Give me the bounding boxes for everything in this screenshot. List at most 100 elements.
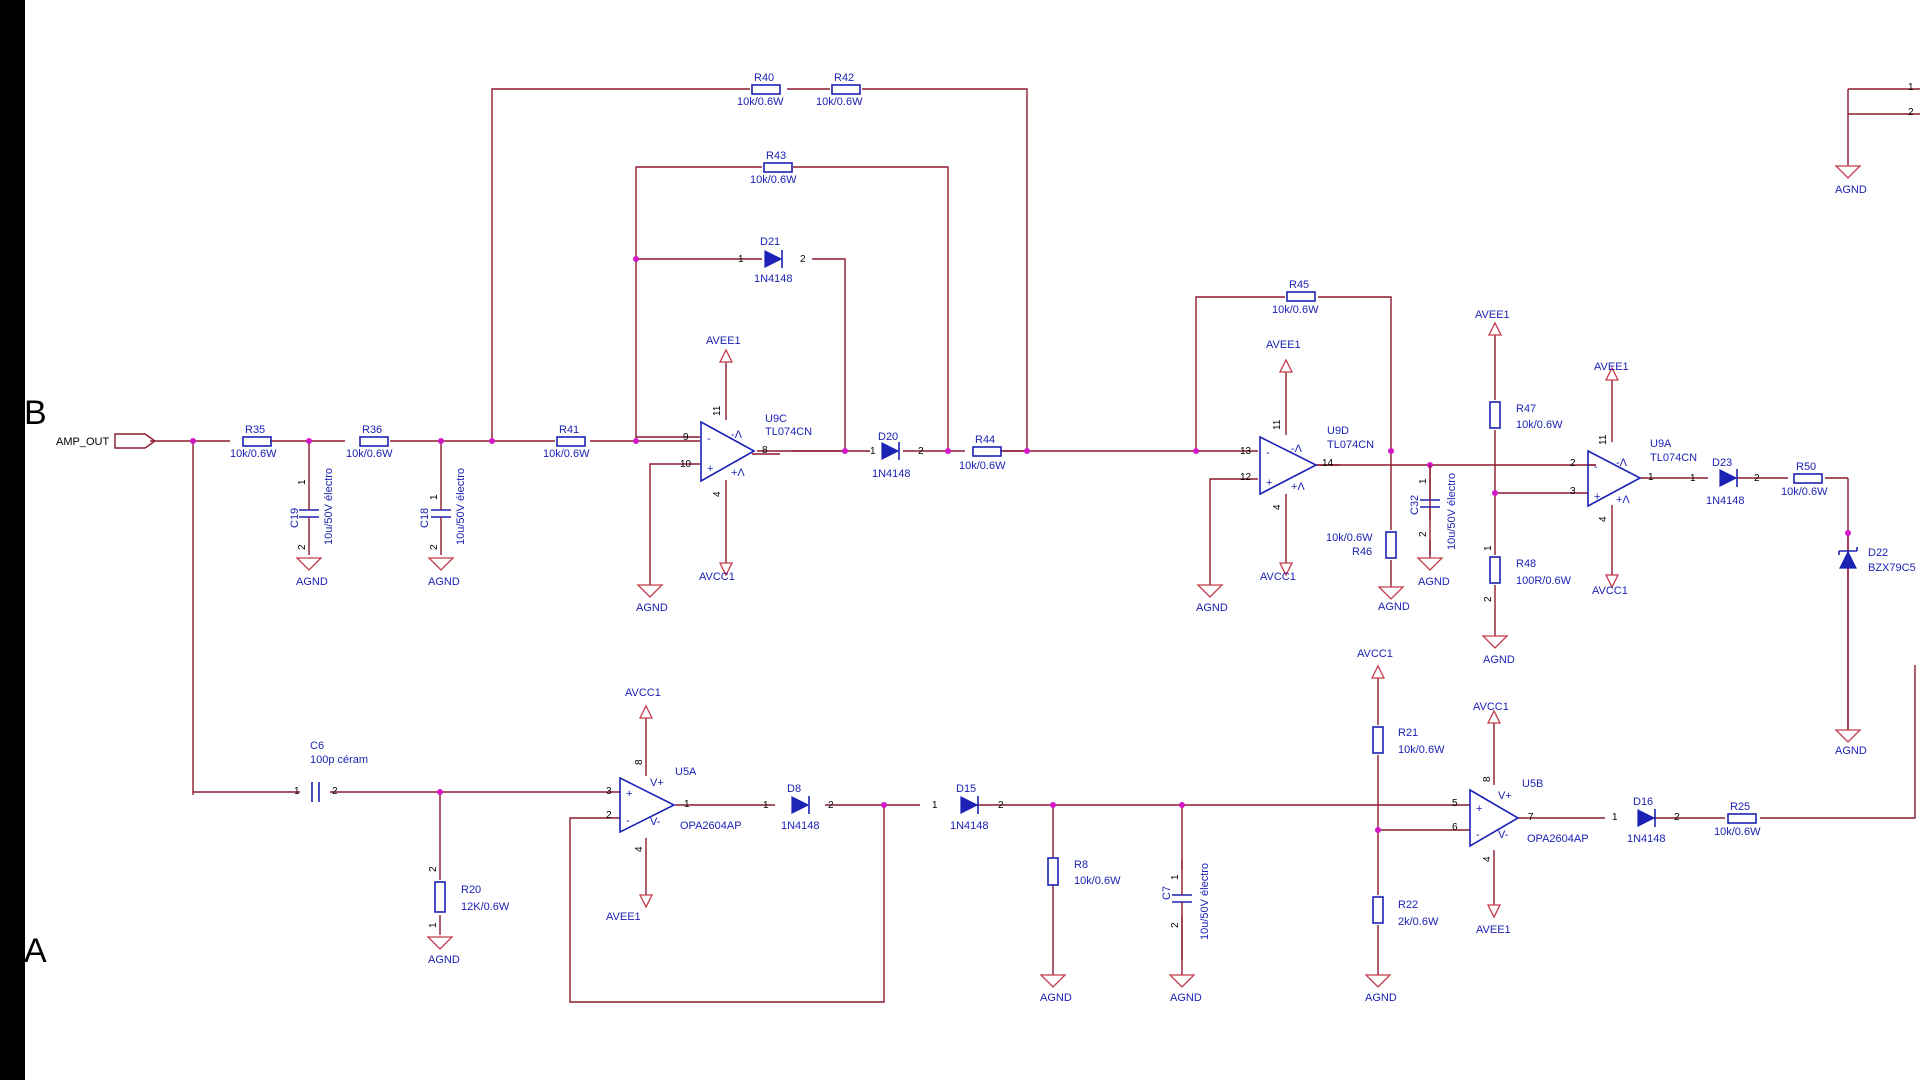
pin-number: 2: [1170, 922, 1181, 928]
resistor-r36[interactable]: R36 10k/0.6W: [346, 424, 393, 460]
gnd-u9d: AGND: [1196, 602, 1228, 614]
opamp-u9d[interactable]: U9D TL074CN - + -Λ +Λ: [1259, 425, 1374, 496]
d16-value: 1N4148: [1627, 833, 1666, 845]
capacitor-c19[interactable]: C19 10u/50V électro: [289, 468, 335, 555]
resistor-r44[interactable]: R44 10k/0.6W: [959, 434, 1006, 472]
pin-number: 3: [1570, 486, 1576, 497]
u5b-avcc: AVCC1: [1473, 701, 1509, 713]
resistor-r20[interactable]: R20 12K/0.6W: [434, 881, 510, 913]
pin-number: 2: [998, 800, 1004, 811]
r35-label: R35: [245, 424, 265, 436]
r22-value: 2k/0.6W: [1398, 916, 1439, 928]
pin-number: 1: [738, 254, 744, 265]
capacitor-c18[interactable]: C18 10u/50V électro: [419, 468, 467, 555]
u9d-value: TL074CN: [1327, 439, 1374, 451]
r41-value: 10k/0.6W: [543, 448, 590, 460]
resistor-r46[interactable]: 10k/0.6W R46: [1326, 531, 1397, 559]
pin-number: 1: [1690, 473, 1696, 484]
gnd-r46: AGND: [1378, 601, 1410, 613]
diode-d23[interactable]: D23 1N4148: [1706, 457, 1745, 507]
c32-value: 10u/50V électro: [1446, 473, 1458, 550]
zener-d22[interactable]: D22 BZX79C5: [1838, 547, 1916, 574]
resistor-r41[interactable]: R41 10k/0.6W: [543, 424, 590, 460]
capacitor-c7[interactable]: C7 10u/50V électro: [1161, 860, 1211, 960]
resistor-r22[interactable]: R22 2k/0.6W: [1372, 896, 1439, 928]
diode-d20[interactable]: D20 1N4148: [872, 431, 911, 480]
u9d-minus: -: [1266, 447, 1270, 459]
opamp-u9a[interactable]: U9A TL074CN - + -Λ +Λ: [1587, 438, 1697, 508]
c6-label: C6: [310, 740, 324, 752]
d21-label: D21: [760, 236, 780, 248]
u9c-avee: AVEE1: [706, 335, 741, 347]
zone-letter-b: B: [24, 394, 47, 432]
resistor-r21[interactable]: R21 10k/0.6W: [1372, 726, 1445, 756]
gnd-r48: AGND: [1483, 654, 1515, 666]
u5b-avee: AVEE1: [1476, 924, 1511, 936]
resistor-r40[interactable]: R40 10k/0.6W: [737, 72, 784, 108]
u5b-value: OPA2604AP: [1527, 833, 1589, 845]
pin-number: 12: [1240, 472, 1252, 483]
pin-numbers: 9 10 8 11 4 13 12 14 11 4 2 3 1 11 4 1 2…: [294, 82, 1914, 928]
u9a-minus: -: [1594, 461, 1598, 473]
r20-label: R20: [461, 884, 481, 896]
r41-label: R41: [559, 424, 579, 436]
resistor-r8[interactable]: R8 10k/0.6W: [1047, 857, 1121, 887]
diode-d21[interactable]: D21 1N4148: [754, 236, 793, 285]
pin-number: 6: [1452, 822, 1458, 833]
pin-number: 4: [1482, 856, 1493, 862]
gnd-top-right: AGND: [1835, 184, 1867, 196]
pin-number: 1: [428, 922, 439, 928]
r44-label: R44: [975, 434, 995, 446]
r46-value: 10k/0.6W: [1326, 532, 1373, 544]
resistor-r43[interactable]: R43 10k/0.6W: [750, 150, 797, 186]
power-symbols: AVEE1 AVEE1 AVEE1 AVEE1 AVCC1 AVCC1 AVCC…: [606, 309, 1629, 936]
d8-value: 1N4148: [781, 820, 820, 832]
diode-d16[interactable]: D16 1N4148: [1627, 796, 1666, 845]
pin-number: 11: [712, 405, 723, 416]
pin-number: 13: [1240, 446, 1252, 457]
resistor-r45[interactable]: R45 10k/0.6W: [1272, 279, 1319, 316]
opamp-u5a[interactable]: U5A OPA2604AP + - V+ V-: [619, 766, 742, 834]
r22-label: R22: [1398, 899, 1418, 911]
gnd-c18: AGND: [428, 576, 460, 588]
resistor-r35[interactable]: R35 10k/0.6W: [230, 424, 277, 460]
u5b-plus: +: [1476, 803, 1482, 815]
capacitor-c6[interactable]: C6 100p céram: [310, 740, 368, 802]
d8-label: D8: [787, 783, 801, 795]
diode-d8[interactable]: D8 1N4148: [781, 783, 820, 832]
r40-value: 10k/0.6W: [737, 96, 784, 108]
resistor-r50[interactable]: R50 10k/0.6W: [1781, 461, 1828, 498]
pin-number: 2: [800, 254, 806, 265]
pin-number: 11: [1598, 434, 1609, 445]
u9d-pos-rail: +Λ: [1291, 481, 1305, 493]
pin-number: 2: [429, 544, 440, 550]
resistor-r47[interactable]: R47 10k/0.6W: [1489, 401, 1563, 431]
pin-number: 4: [1598, 516, 1609, 522]
capacitor-c32[interactable]: C32 10u/50V électro: [1409, 465, 1458, 555]
u9a-plus: +: [1594, 491, 1600, 503]
u9d-label: U9D: [1327, 425, 1349, 437]
resistor-r25[interactable]: R25 10k/0.6W: [1714, 801, 1761, 838]
u5a-avee: AVEE1: [606, 911, 641, 923]
pin-number: 1: [1483, 545, 1494, 551]
d15-value: 1N4148: [950, 820, 989, 832]
pin-number: 1: [1170, 874, 1181, 880]
pin-number: 1: [1418, 478, 1429, 484]
pin-number: 2: [1908, 107, 1914, 118]
amp-out-port[interactable]: AMP_OUT: [56, 433, 157, 449]
d22-label: D22: [1868, 547, 1888, 559]
r48-label: R48: [1516, 558, 1536, 570]
resistor-r42[interactable]: R42 10k/0.6W: [816, 72, 863, 108]
r20-value: 12K/0.6W: [461, 901, 510, 913]
pin-number: 4: [1272, 504, 1283, 510]
c18-label: C18: [419, 508, 431, 528]
diode-d15[interactable]: D15 1N4148: [950, 783, 989, 832]
opamp-u5b[interactable]: U5B OPA2604AP + - V+ V-: [1469, 778, 1589, 848]
resistor-r48[interactable]: R48 100R/0.6W: [1489, 556, 1572, 587]
opamp-u9c[interactable]: U9C TL074CN - + -Λ +Λ: [700, 413, 812, 483]
pin-number: 9: [683, 432, 689, 443]
r35-value: 10k/0.6W: [230, 448, 277, 460]
r21-label: R21: [1398, 727, 1418, 739]
u9c-pos-rail: +Λ: [731, 467, 745, 479]
